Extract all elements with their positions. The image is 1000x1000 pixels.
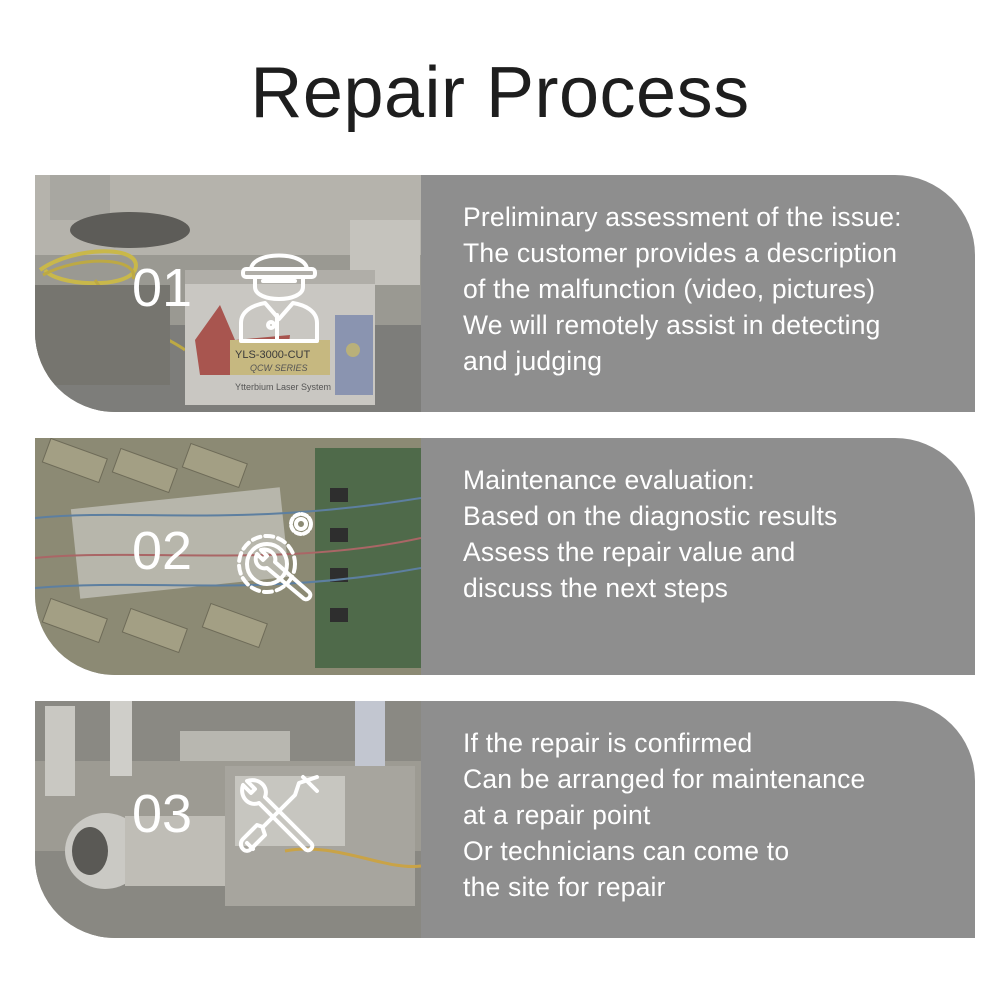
circuit-board-photo xyxy=(35,438,421,675)
laser-head-photo xyxy=(35,701,421,938)
step-number: 02 xyxy=(132,521,193,581)
description-line: and judging xyxy=(463,346,603,376)
tools-icon xyxy=(238,775,319,853)
description-line: We will remotely assist in detecting xyxy=(463,310,881,340)
step-card-02: 02 Maintenance evaluation: Based on the … xyxy=(35,438,975,675)
technician-icon xyxy=(239,253,319,343)
step-number: 03 xyxy=(132,784,193,844)
photo-system-label: Ytterbium Laser System xyxy=(235,382,331,392)
description-line: of the malfunction (video, pictures) xyxy=(463,274,876,304)
step-description: If the repair is confirmed Can be arrang… xyxy=(463,725,963,905)
page-title: Repair Process xyxy=(250,53,750,133)
description-line: Assess the repair value and xyxy=(463,537,796,567)
description-line: at a repair point xyxy=(463,800,651,830)
description-line: Preliminary assessment of the issue: xyxy=(463,202,902,232)
laser-system-photo: YLS-3000-CUT QCW SERIES Ytterbium Laser … xyxy=(35,175,421,412)
step-number: 01 xyxy=(132,258,193,318)
step-description: Preliminary assessment of the issue: The… xyxy=(463,199,963,379)
description-line: discuss the next steps xyxy=(463,573,729,603)
photo-model-label: YLS-3000-CUT xyxy=(235,349,310,361)
description-line: Based on the diagnostic results xyxy=(463,501,838,531)
step-description: Maintenance evaluation: Based on the dia… xyxy=(463,462,963,606)
step-card-01: YLS-3000-CUT QCW SERIES Ytterbium Laser … xyxy=(35,175,975,412)
gear-wrench-icon xyxy=(237,512,313,602)
photo-series-label: QCW SERIES xyxy=(250,363,308,373)
description-line: Maintenance evaluation: xyxy=(463,465,755,495)
description-line: Or technicians can come to xyxy=(463,836,790,866)
description-line: Can be arranged for maintenance xyxy=(463,764,866,794)
step-card-03: 03 If the repair is confirmed Can be arr… xyxy=(35,701,975,938)
description-line: the site for repair xyxy=(463,872,666,902)
description-line: If the repair is confirmed xyxy=(463,728,753,758)
description-line: The customer provides a description xyxy=(463,238,898,268)
